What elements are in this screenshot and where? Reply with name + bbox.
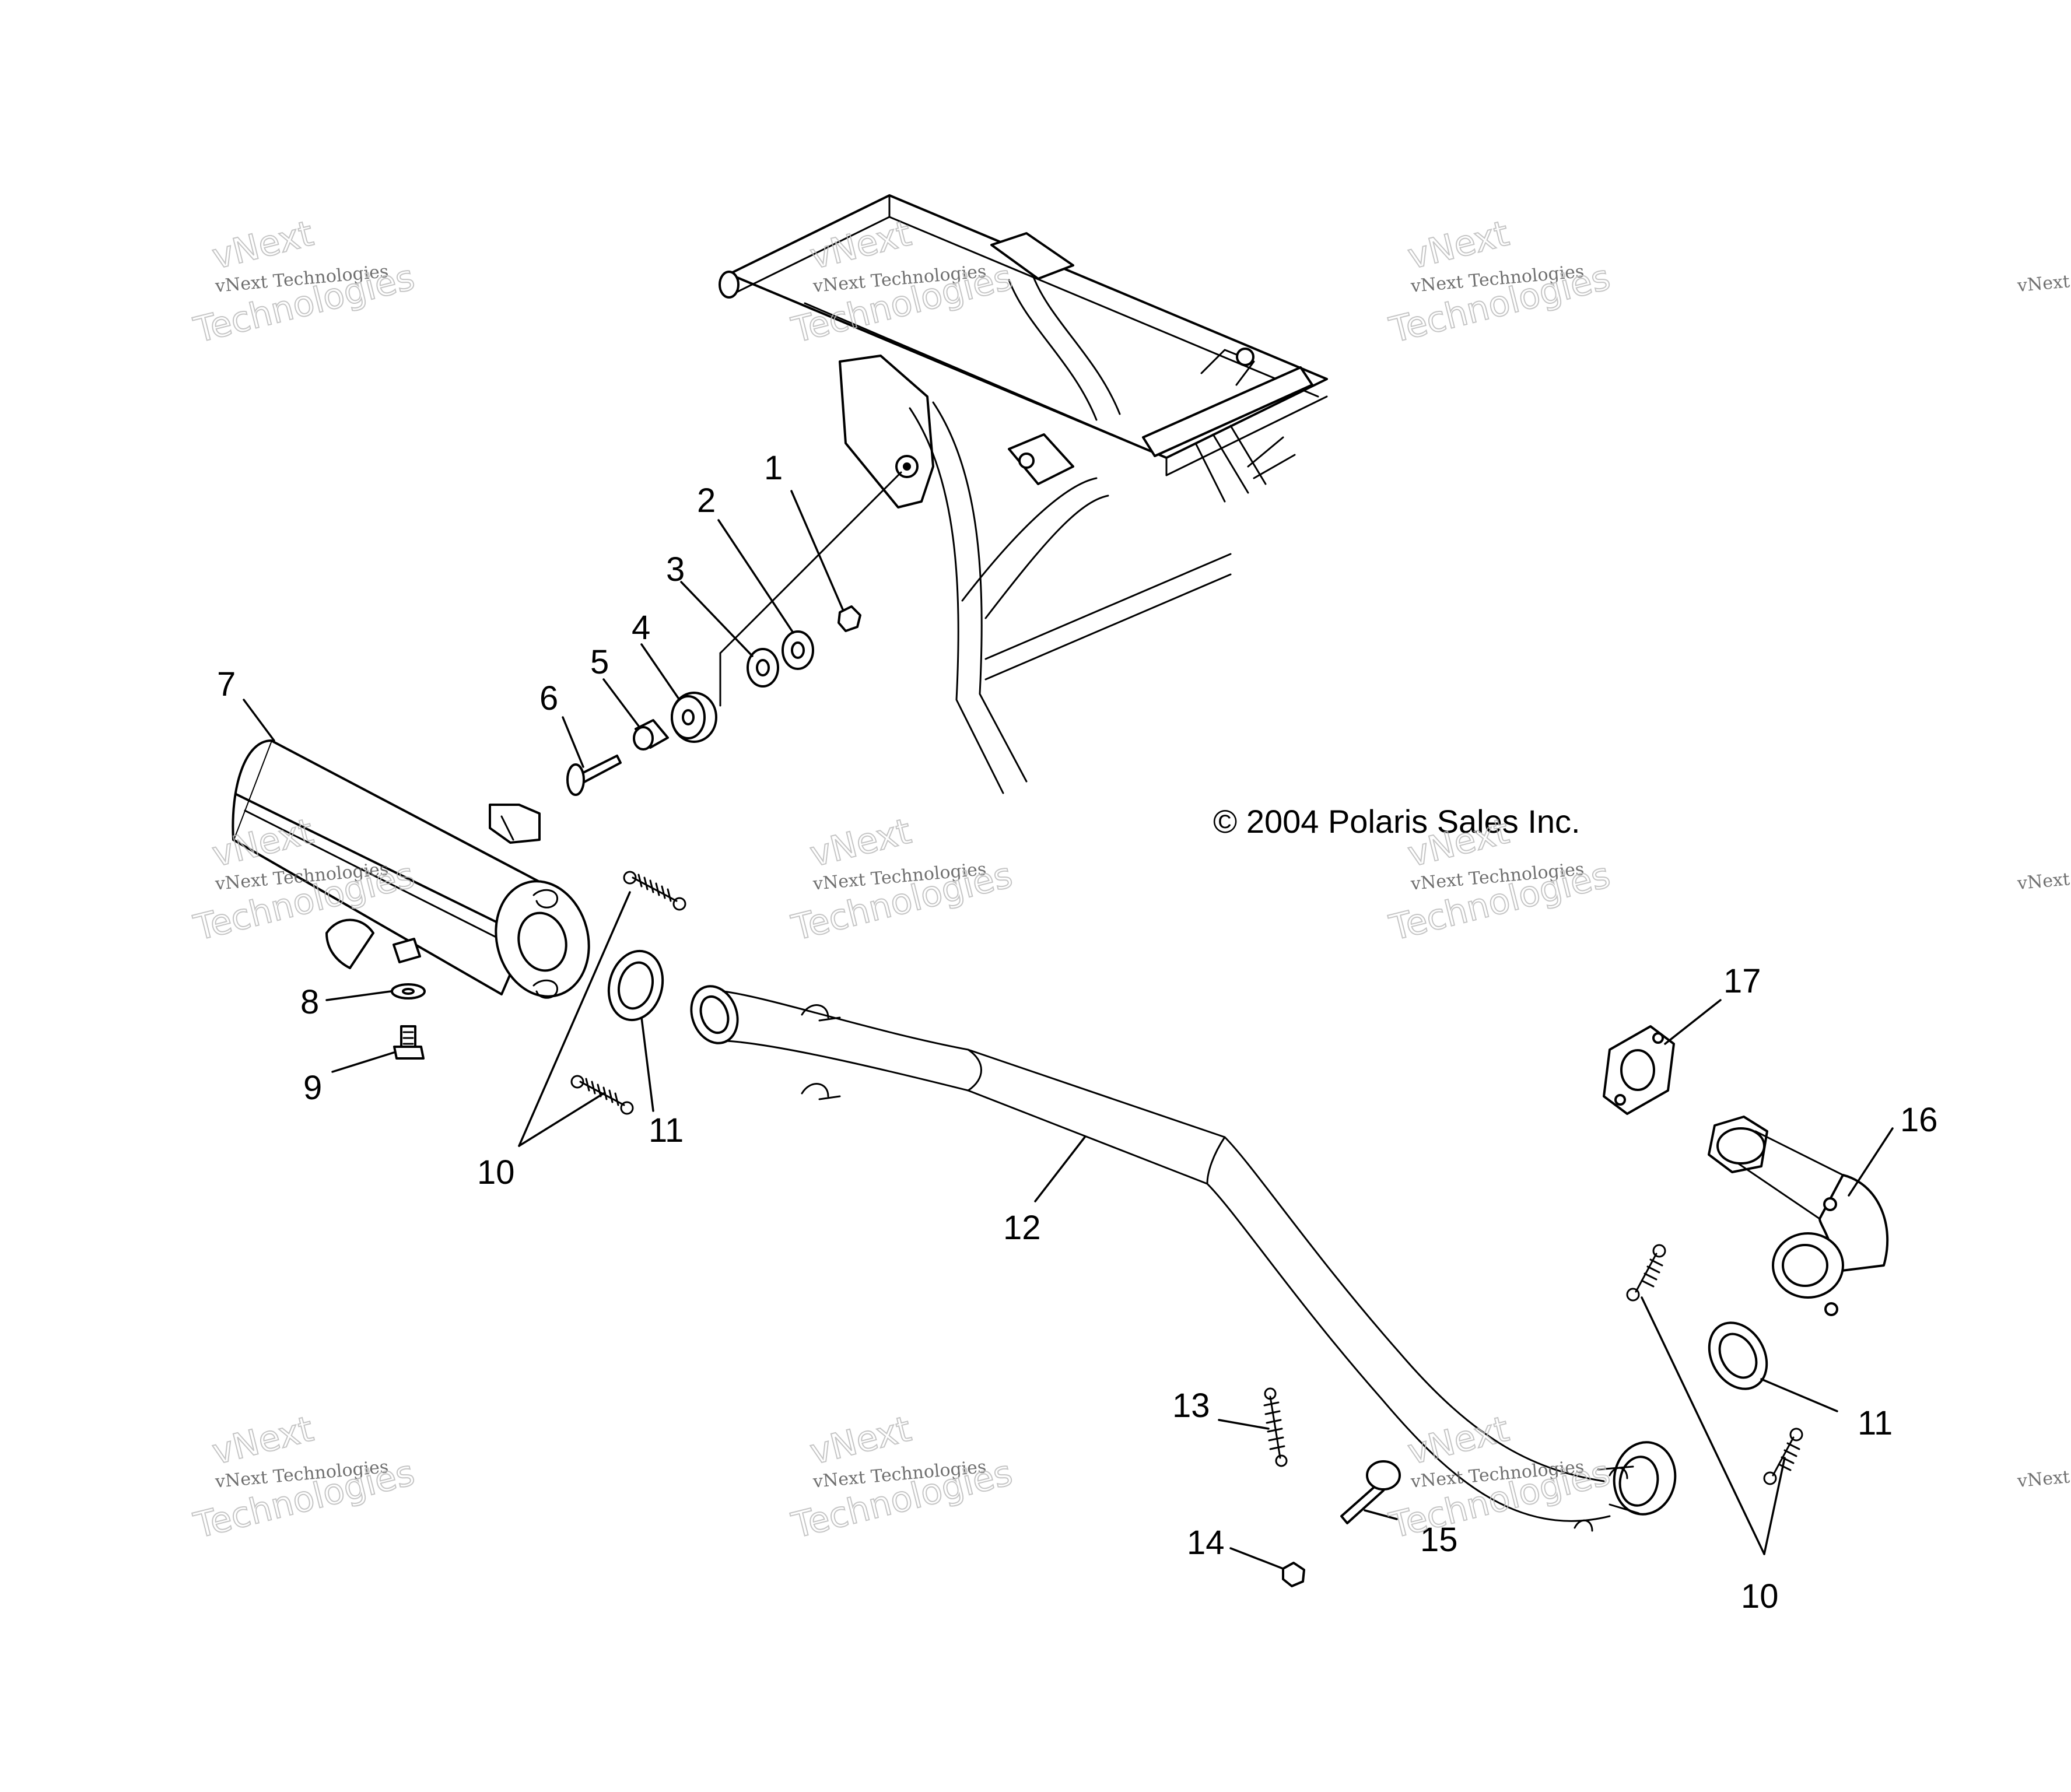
leader-lines bbox=[243, 490, 1894, 1570]
part-7-muffler bbox=[232, 739, 590, 999]
part-16-header-pipe bbox=[1708, 1116, 1889, 1316]
svg-text:vNext: vNext bbox=[1404, 1408, 1513, 1472]
part-10-spring-right-lower bbox=[1763, 1428, 1803, 1485]
part-6-bolt bbox=[566, 755, 622, 796]
part-8-washer bbox=[391, 983, 426, 1000]
callout-13: 13 bbox=[1172, 1387, 1210, 1425]
part-3-washer bbox=[747, 648, 779, 688]
part-4-grommet bbox=[671, 692, 717, 743]
callout-8: 8 bbox=[300, 983, 319, 1021]
svg-text:vNext: vNext bbox=[806, 213, 915, 277]
svg-text:vNext: vNext bbox=[208, 1408, 317, 1472]
callout-15: 15 bbox=[1420, 1521, 1458, 1559]
frame-assembly bbox=[719, 194, 1328, 794]
callout-1: 1 bbox=[764, 449, 783, 487]
callout-17: 17 bbox=[1723, 962, 1761, 1000]
part-9-bolt bbox=[393, 1025, 425, 1060]
watermark-r3c1: vNext vNext Technologies Technologies bbox=[190, 1408, 419, 1547]
mount-hardware bbox=[566, 471, 902, 796]
part-11-seal-right bbox=[1708, 1321, 1768, 1390]
watermark-r3c2: vNext vNext Technologies Technologies bbox=[787, 1408, 1017, 1547]
watermark-r1c1: vNext vNext Technologies Technologies bbox=[190, 212, 419, 352]
watermark-r1c4: vNext Technologies bbox=[2016, 261, 2071, 296]
watermark-r3c3: vNext vNext Technologies Technologies bbox=[1385, 1408, 1615, 1547]
callout-3: 3 bbox=[666, 550, 685, 588]
part-12-exhaust-pipe bbox=[690, 985, 1677, 1532]
copyright-notice: © 2004 Polaris Sales Inc. bbox=[1213, 803, 1581, 840]
callout-5: 5 bbox=[590, 643, 609, 681]
watermark-r2c2: vNext vNext Technologies Technologies bbox=[787, 810, 1017, 949]
watermark-r3c4: vNext Technologies bbox=[2016, 1456, 2071, 1492]
part-14-nut bbox=[1282, 1562, 1305, 1587]
callout-2: 2 bbox=[697, 482, 716, 520]
part-5-sleeve bbox=[633, 719, 669, 751]
callout-11-left: 11 bbox=[649, 1111, 684, 1149]
callout-16: 16 bbox=[1900, 1101, 1938, 1139]
callout-7: 7 bbox=[217, 665, 236, 703]
callout-14: 14 bbox=[1187, 1524, 1225, 1562]
svg-text:vNext: vNext bbox=[806, 811, 915, 875]
svg-text:vNext Technologies: vNext Technologies bbox=[2016, 1456, 2071, 1492]
part-17-gasket bbox=[1603, 1025, 1675, 1115]
part-13-spring bbox=[1263, 1387, 1288, 1467]
svg-text:vNext: vNext bbox=[806, 1408, 915, 1472]
watermark-r1c3: vNext vNext Technologies Technologies bbox=[1385, 212, 1615, 352]
callout-6: 6 bbox=[539, 679, 558, 717]
svg-text:vNext: vNext bbox=[1404, 213, 1513, 277]
part-2-washer bbox=[782, 630, 814, 670]
callout-10-left: 10 bbox=[477, 1153, 515, 1191]
callout-11-right: 11 bbox=[1858, 1404, 1893, 1442]
part-10-spring-right-upper bbox=[1626, 1244, 1666, 1302]
part-15-bolt bbox=[1340, 1460, 1401, 1524]
svg-text:vNext Technologies: vNext Technologies bbox=[2016, 261, 2071, 296]
callout-4: 4 bbox=[632, 609, 650, 647]
watermark-r2c4: vNext Technologies bbox=[2016, 858, 2071, 894]
part-10-spring-upper-left bbox=[623, 871, 686, 911]
callout-12: 12 bbox=[1003, 1209, 1041, 1247]
callout-10-right: 10 bbox=[1741, 1577, 1779, 1615]
part-1-nut bbox=[837, 605, 861, 632]
svg-text:vNext Technologies: vNext Technologies bbox=[2016, 858, 2071, 894]
callout-labels: 1 2 3 4 5 6 7 8 9 10 10 11 11 12 13 14 1… bbox=[217, 449, 1938, 1615]
part-11-seal-left bbox=[607, 949, 664, 1022]
callout-9: 9 bbox=[303, 1069, 322, 1107]
svg-text:vNext: vNext bbox=[208, 213, 317, 277]
